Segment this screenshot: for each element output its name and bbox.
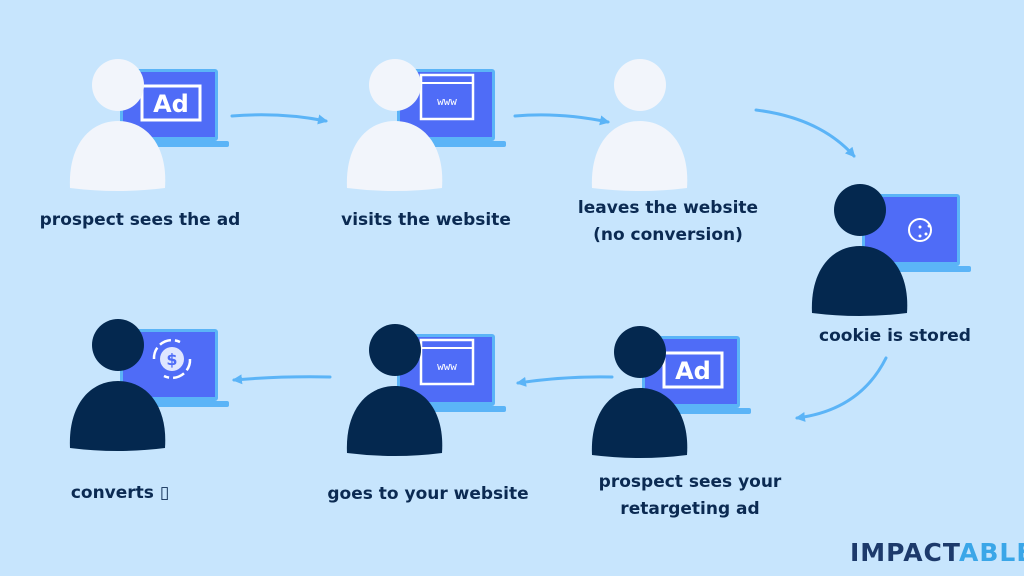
arrow-3 xyxy=(754,108,856,158)
step-2: www xyxy=(346,59,506,191)
person-icon xyxy=(69,319,166,451)
step-3-label: leaves the website (no conversion) xyxy=(578,195,758,249)
svg-text:$: $ xyxy=(166,350,177,369)
dollar-icon: $ xyxy=(152,338,192,380)
svg-text:Ad: Ad xyxy=(153,90,189,118)
step-7: $ xyxy=(69,319,229,451)
ad-icon: Ad xyxy=(140,84,202,122)
www-icon: www xyxy=(419,338,475,386)
ad-icon: Ad xyxy=(662,351,724,389)
www-icon: www xyxy=(419,73,475,121)
logo-part2: ABLE xyxy=(959,538,1024,567)
step-5-label-line1: prospect sees your xyxy=(598,472,782,492)
person-icon xyxy=(591,326,688,458)
step-1: Ad xyxy=(69,59,229,191)
step-5-label-line2: retargeting ad xyxy=(620,499,760,519)
step-5: Ad xyxy=(591,326,751,458)
step-6-label: goes to your website xyxy=(327,484,529,504)
impactable-logo: IMPACTABLE xyxy=(850,538,1024,567)
step-4 xyxy=(811,184,971,316)
cookie-icon xyxy=(908,218,932,242)
arrow-5 xyxy=(516,375,614,387)
arrow-1 xyxy=(230,113,328,125)
arrow-4 xyxy=(795,356,888,422)
step-2-label: visits the website xyxy=(341,210,511,230)
step-3-label-line2: (no conversion) xyxy=(593,225,743,245)
step-7-label: converts ▯ xyxy=(70,483,170,503)
arrow-2 xyxy=(513,113,610,126)
person-icon xyxy=(69,59,166,191)
step-6: www xyxy=(346,324,506,456)
arrow-6 xyxy=(232,374,332,385)
logo-part1: IMPACT xyxy=(850,538,960,567)
person-icon xyxy=(811,184,908,316)
step-3 xyxy=(591,59,688,191)
person-icon xyxy=(346,59,443,191)
person-icon xyxy=(591,59,688,191)
svg-text:www: www xyxy=(437,360,457,373)
svg-text:www: www xyxy=(437,95,457,108)
step-5-label: prospect sees your retargeting ad xyxy=(599,469,782,523)
person-icon xyxy=(346,324,443,456)
svg-text:Ad: Ad xyxy=(675,357,711,385)
step-3-label-line1: leaves the website xyxy=(577,198,759,218)
step-1-label: prospect sees the ad xyxy=(39,210,241,230)
step-4-label: cookie is stored xyxy=(819,326,971,346)
